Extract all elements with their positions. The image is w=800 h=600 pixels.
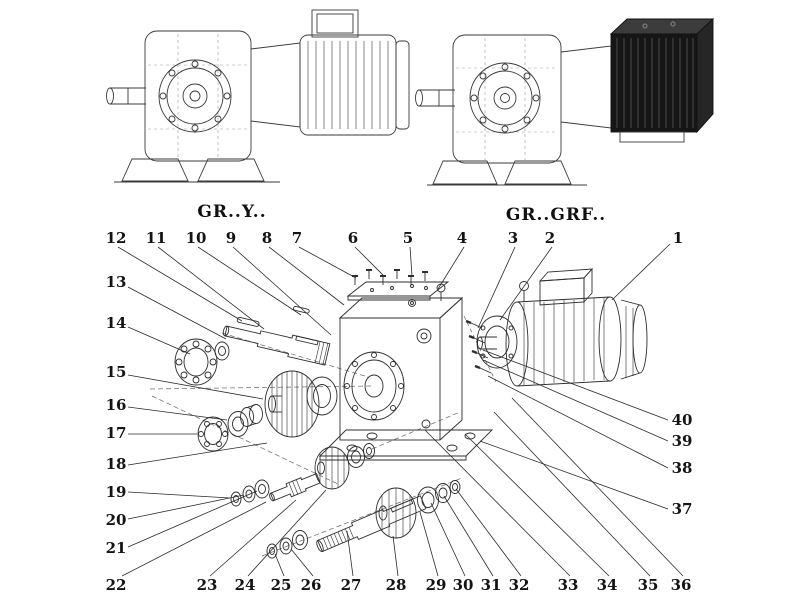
callout-6: 6 xyxy=(347,229,359,247)
callout-26: 26 xyxy=(300,576,322,594)
foot xyxy=(121,158,189,182)
variant-label-gr-y: GR..Y.. xyxy=(197,202,267,222)
ring-a xyxy=(347,446,365,468)
gearmotor-figure-gr-grf xyxy=(415,17,715,186)
gearmotor-figure-gr-y xyxy=(106,9,410,183)
gear-ring xyxy=(306,376,338,416)
callout-36: 36 xyxy=(670,576,692,594)
callout-35: 35 xyxy=(637,576,659,594)
callout-13: 13 xyxy=(105,273,127,291)
ring-b xyxy=(363,443,375,459)
callout-25: 25 xyxy=(270,576,292,594)
cover-bolts xyxy=(352,269,428,285)
motor-flange xyxy=(476,315,518,369)
motor-shaft xyxy=(477,336,483,350)
callout-33: 33 xyxy=(557,576,579,594)
gearbox-housing xyxy=(144,30,252,162)
callout-29: 29 xyxy=(425,576,447,594)
callout-15: 15 xyxy=(105,363,127,381)
callout-14: 14 xyxy=(105,314,127,332)
callout-8: 8 xyxy=(261,229,273,247)
output-ring-2 xyxy=(435,483,451,503)
callout-11: 11 xyxy=(145,229,167,247)
motor-eyebolt xyxy=(519,281,529,291)
foot xyxy=(197,158,265,182)
callout-31: 31 xyxy=(480,576,502,594)
large-gear xyxy=(264,370,320,438)
callout-12: 12 xyxy=(105,229,127,247)
callout-37: 37 xyxy=(671,500,693,518)
callout-22: 22 xyxy=(105,576,127,594)
washer-2 xyxy=(242,485,256,503)
variant-label-gr-grf: GR..GRF.. xyxy=(505,205,607,225)
callout-28: 28 xyxy=(385,576,407,594)
ball-bearing-small xyxy=(197,416,229,452)
intermediate-gear xyxy=(314,446,350,490)
housing-cover xyxy=(346,281,450,301)
drain-plug xyxy=(421,419,431,429)
washer-1 xyxy=(254,479,270,499)
shaft-key-small xyxy=(293,305,310,314)
callout-39: 39 xyxy=(671,432,693,450)
callout-34: 34 xyxy=(596,576,618,594)
callout-10: 10 xyxy=(185,229,207,247)
fan-cover xyxy=(395,40,410,130)
callout-2: 2 xyxy=(544,229,556,247)
ball-bearing-large xyxy=(174,338,218,386)
foot xyxy=(504,160,572,185)
callout-1: 1 xyxy=(672,229,684,247)
vent-plug xyxy=(408,299,416,307)
callout-4: 4 xyxy=(456,229,468,247)
output-shaft xyxy=(316,495,427,553)
motor xyxy=(476,267,648,387)
foot xyxy=(432,160,498,185)
seal-ring xyxy=(214,341,230,361)
callout-21: 21 xyxy=(105,539,127,557)
callout-7: 7 xyxy=(291,229,303,247)
washer-ring xyxy=(227,411,249,437)
callout-27: 27 xyxy=(340,576,362,594)
terminal-box xyxy=(311,9,359,38)
callout-leader-lines xyxy=(117,243,684,577)
callout-24: 24 xyxy=(234,576,256,594)
input-shaft xyxy=(222,325,331,366)
callout-23: 23 xyxy=(196,576,218,594)
pinion-shaft xyxy=(269,473,321,502)
assembly-axes xyxy=(149,332,463,557)
callout-38: 38 xyxy=(671,459,693,477)
callout-3: 3 xyxy=(507,229,519,247)
output-ring-3 xyxy=(449,480,461,494)
callout-20: 20 xyxy=(105,511,127,529)
callout-9: 9 xyxy=(225,229,237,247)
output-washer-3 xyxy=(266,543,278,559)
callout-18: 18 xyxy=(105,455,127,473)
output-washer-1 xyxy=(292,530,308,550)
callout-30: 30 xyxy=(452,576,474,594)
gearbox-housing xyxy=(338,296,464,441)
output-gear xyxy=(375,487,417,539)
callout-32: 32 xyxy=(508,576,530,594)
spacer-bushing xyxy=(240,404,263,427)
callout-40: 40 xyxy=(671,411,693,429)
motor-fins xyxy=(523,298,605,385)
output-washer-2 xyxy=(279,537,293,555)
finned-motor-block xyxy=(609,17,715,143)
callout-16: 16 xyxy=(105,396,127,414)
fan-cover xyxy=(632,304,648,374)
shaft-key xyxy=(236,316,260,327)
callout-17: 17 xyxy=(105,424,127,442)
callout-19: 19 xyxy=(105,483,127,501)
terminal-box xyxy=(539,277,585,306)
gearbox-housing xyxy=(452,34,562,164)
callout-5: 5 xyxy=(402,229,414,247)
